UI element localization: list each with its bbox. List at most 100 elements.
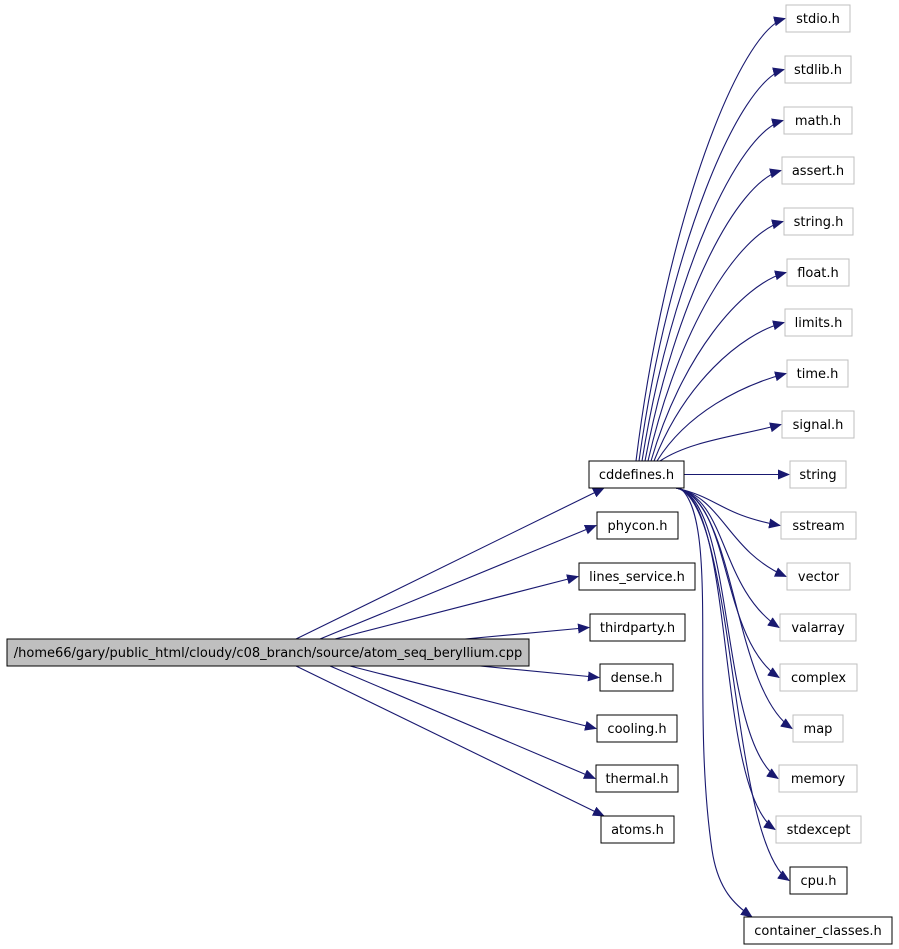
node-stdexcept: stdexcept: [775, 815, 862, 844]
node-box: [599, 663, 674, 692]
node-valarray: valarray: [779, 613, 857, 642]
node-label: math.h: [795, 114, 841, 129]
node-cooling-h[interactable]: cooling.h: [596, 714, 678, 743]
node-cpu-h[interactable]: cpu.h: [789, 866, 848, 895]
edge-cddefines-to-memory: [675, 487, 779, 780]
edge-cddefines-to-math-h: [641, 118, 784, 462]
edge-cddefines-to-time-h: [656, 371, 787, 462]
node-label: limits.h: [795, 316, 843, 331]
node-label: container_classes.h: [754, 924, 882, 939]
node-box: [596, 714, 678, 743]
node-sstream: sstream: [780, 511, 857, 540]
edge-cddefines-to-stdexcept: [675, 487, 776, 831]
node-box: [779, 613, 857, 642]
node-phycon-h[interactable]: phycon.h: [596, 511, 679, 540]
node-box: [784, 55, 852, 84]
node-box: [781, 410, 855, 439]
edge-cddefines-to-valarray: [675, 487, 780, 629]
node-thermal-h[interactable]: thermal.h: [595, 764, 679, 793]
edge-cddefines-to-stdlib-h: [638, 67, 785, 462]
node-label: time.h: [797, 367, 839, 382]
edge-cddefines-to-cpu-h: [675, 487, 790, 882]
node-string-h: string.h: [783, 207, 854, 236]
node-label: valarray: [791, 621, 845, 636]
node-label: thirdparty.h: [600, 621, 675, 636]
node-cddefines-h[interactable]: cddefines.h: [588, 460, 685, 489]
node-label: dense.h: [611, 671, 663, 686]
node-box: [781, 156, 855, 185]
node-label: cpu.h: [800, 874, 836, 889]
node-complex: complex: [779, 663, 858, 692]
edge-root-to-thirdparty-h: [464, 623, 590, 640]
node-label: lines_service.h: [589, 570, 685, 585]
node-box: [778, 764, 858, 793]
node-thirdparty-h[interactable]: thirdparty.h: [589, 613, 686, 642]
node-box: [789, 460, 847, 489]
node-label: cooling.h: [607, 722, 666, 737]
edge-cddefines-to-container-classes-h: [679, 487, 753, 918]
node-box: [775, 815, 862, 844]
edge-root-to-lines-service-h: [334, 574, 579, 640]
node-label: signal.h: [793, 418, 844, 433]
node-limits-h: limits.h: [784, 308, 853, 337]
edge-cddefines-to-map: [675, 487, 793, 730]
edge-root-to-atoms-h: [295, 665, 605, 817]
node-label: cddefines.h: [599, 468, 674, 483]
node-vector: vector: [786, 562, 851, 591]
node-assert-h: assert.h: [781, 156, 855, 185]
node-string: string: [789, 460, 847, 489]
node-box: [786, 562, 851, 591]
node-label: sstream: [792, 519, 844, 534]
node-box: [578, 562, 696, 591]
node-box: [783, 207, 854, 236]
node-box: [600, 815, 675, 844]
node-signal-h: signal.h: [781, 410, 855, 439]
node-box: [589, 613, 686, 642]
node-box: [779, 663, 858, 692]
edge-cddefines-to-float-h: [650, 270, 787, 462]
node-box: [786, 359, 849, 388]
node-dense-h[interactable]: dense.h: [599, 663, 674, 692]
edge-cddefines-to-assert-h: [644, 168, 782, 462]
edge-cddefines-to-signal-h: [659, 422, 782, 462]
node-label: vector: [798, 570, 840, 585]
edge-cddefines-to-string-h: [647, 219, 784, 462]
node-label: /home66/gary/public_html/cloudy/c08_bran…: [14, 646, 523, 661]
edge-root-to-phycon-h: [319, 524, 597, 640]
node-label: assert.h: [792, 164, 844, 179]
node-box: [789, 866, 848, 895]
node-label: complex: [791, 671, 846, 686]
node-label: string: [799, 468, 836, 483]
node-box: [784, 308, 853, 337]
node-float-h: float.h: [786, 258, 850, 287]
node-box: [792, 714, 844, 743]
node-box: [588, 460, 685, 489]
node-lines-service-h[interactable]: lines_service.h: [578, 562, 696, 591]
node-box: [783, 106, 853, 135]
node-atoms-h[interactable]: atoms.h: [600, 815, 675, 844]
node-label: thermal.h: [605, 772, 668, 787]
node-label: map: [804, 722, 833, 737]
edge-root-to-cddefines-h: [295, 487, 605, 640]
node-label: stdexcept: [787, 823, 851, 838]
node-label: atoms.h: [611, 823, 664, 838]
node-stdio-h: stdio.h: [785, 4, 851, 33]
node-label: stdlib.h: [794, 63, 842, 78]
edge-root-to-thermal-h: [329, 665, 596, 780]
node-box: [786, 258, 850, 287]
node-box: [595, 764, 679, 793]
node-box: [785, 4, 851, 33]
node-box: [743, 916, 893, 945]
node-container-classes-h[interactable]: container_classes.h: [743, 916, 893, 945]
node-box: [780, 511, 857, 540]
node-memory: memory: [778, 764, 858, 793]
node-map: map: [792, 714, 844, 743]
node-root-file: /home66/gary/public_html/cloudy/c08_bran…: [6, 638, 530, 667]
edge-cddefines-to-limits-h: [653, 320, 785, 462]
node-label: string.h: [794, 215, 844, 230]
node-label: memory: [791, 772, 846, 787]
node-stdlib-h: stdlib.h: [784, 55, 852, 84]
node-label: float.h: [797, 266, 839, 281]
edge-cddefines-to-stdio-h: [635, 16, 786, 462]
node-box: [6, 638, 530, 667]
